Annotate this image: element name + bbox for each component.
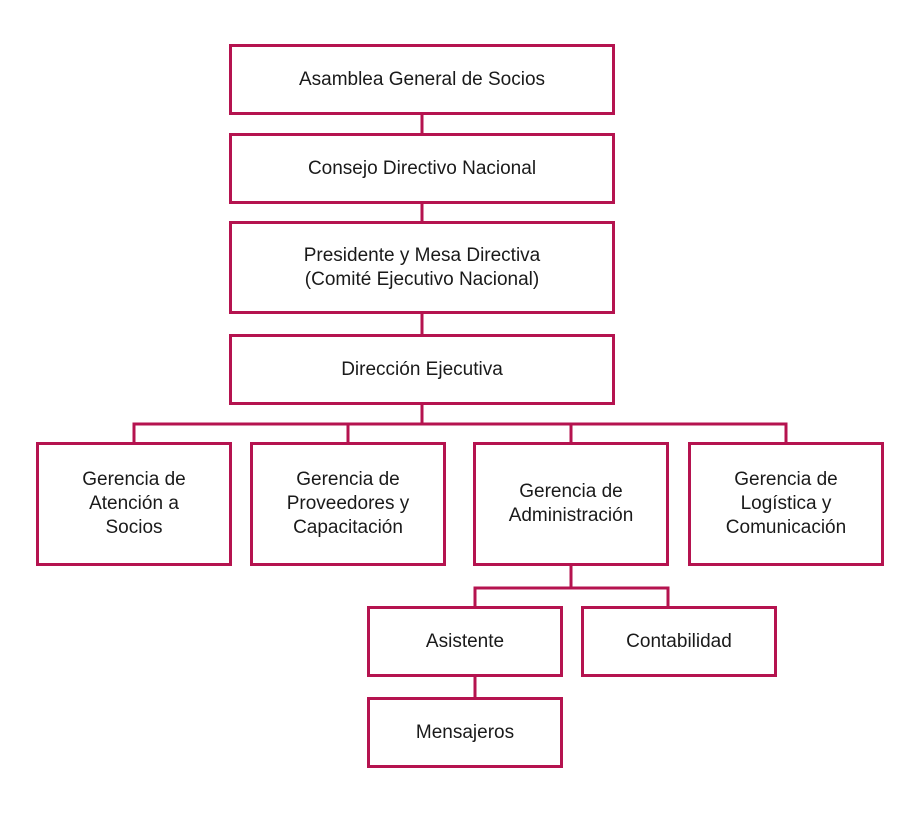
node-label: Gerencia de Administración	[508, 481, 634, 526]
node-mensajeros: Mensajeros	[367, 697, 563, 768]
node-label: Gerencia de Proveedores y Capacitación	[286, 469, 410, 538]
node-contabilidad: Contabilidad	[581, 606, 777, 677]
node-label: Contabilidad	[626, 630, 732, 652]
node-label: Consejo Directivo Nacional	[307, 157, 537, 179]
node-asamblea-general: Asamblea General de Socios	[229, 44, 615, 115]
node-gerencia-atencion-socios: Gerencia de Atención a Socios	[36, 442, 232, 566]
node-gerencia-proveedores: Gerencia de Proveedores y Capacitación	[250, 442, 446, 566]
node-presidente-mesa-directiva: Presidente y Mesa Directiva (Comité Ejec…	[229, 221, 615, 314]
node-label: Gerencia de Atención a Socios	[82, 469, 186, 538]
node-label: Gerencia de Logística y Comunicación	[725, 469, 847, 538]
node-gerencia-logistica: Gerencia de Logística y Comunicación	[688, 442, 884, 566]
node-label: Asamblea General de Socios	[298, 68, 546, 90]
node-label: Presidente y Mesa Directiva (Comité Ejec…	[303, 244, 541, 290]
node-consejo-directivo: Consejo Directivo Nacional	[229, 133, 615, 204]
node-gerencia-administracion: Gerencia de Administración	[473, 442, 669, 566]
node-label: Dirección Ejecutiva	[341, 358, 503, 380]
node-asistente: Asistente	[367, 606, 563, 677]
node-direccion-ejecutiva: Dirección Ejecutiva	[229, 334, 615, 405]
node-label: Mensajeros	[415, 721, 515, 743]
node-label: Asistente	[425, 630, 505, 652]
